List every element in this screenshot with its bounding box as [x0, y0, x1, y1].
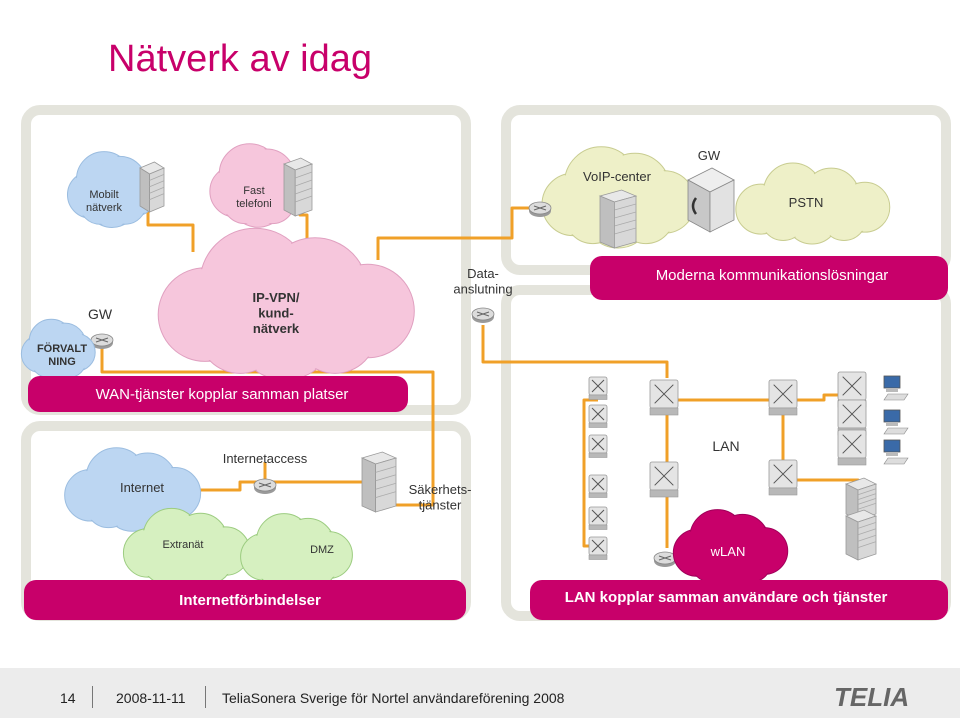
lan-switch-small	[588, 474, 608, 498]
lan-switch	[837, 429, 867, 466]
footer-date: 2008-11-11	[116, 690, 186, 706]
lan-pc	[883, 409, 909, 435]
lan-switch-small	[588, 434, 608, 458]
cloud-pstn	[735, 162, 891, 245]
line-voip	[376, 206, 540, 260]
voip-gateway	[687, 167, 735, 233]
dmz-cloud-label: DMZ	[310, 544, 334, 556]
wan-gw-router	[90, 333, 114, 349]
lan-band	[530, 580, 948, 620]
telia-logo: TELIA	[834, 682, 909, 712]
server-fixed	[283, 157, 313, 217]
cloud-wlan	[672, 509, 789, 586]
footer-divider	[92, 686, 93, 708]
lan-switch-small	[588, 536, 608, 560]
lan-switch	[649, 461, 679, 498]
modern-band	[590, 256, 948, 300]
wlan-access-point	[653, 551, 677, 567]
voip-cloud-label: VoIP-center	[583, 169, 652, 184]
server-mobile	[139, 161, 165, 213]
modern-gw-label: GW	[698, 148, 721, 163]
line-data	[481, 325, 669, 378]
wan-band-label: WAN-tjänster kopplar samman platser	[96, 386, 349, 403]
line-security	[100, 345, 435, 507]
security-server	[360, 451, 398, 513]
internet-cloud-label: Internet	[120, 480, 164, 495]
voip-server	[598, 189, 638, 249]
internet-access-label: Internetaccess	[223, 451, 308, 466]
lan-switch	[768, 459, 798, 496]
wan-gw-label: GW	[88, 306, 113, 322]
pstn-cloud-label: PSTN	[789, 195, 824, 210]
cloud-ipvpn	[157, 227, 415, 381]
line-mobile	[146, 205, 195, 252]
wlan-cloud-label: wLAN	[710, 544, 746, 559]
cloud-extranet	[122, 507, 251, 588]
lan-pc	[883, 439, 909, 465]
internet-band-label: Internetförbindelser	[179, 592, 321, 609]
footer-divider	[205, 686, 206, 708]
lan-label: LAN	[712, 438, 739, 454]
line-internet	[168, 480, 362, 492]
ipvpn-cloud-label: IP-VPN/kund-nätverk	[253, 290, 300, 336]
security-label: Säkerhets-tjänster	[409, 482, 472, 513]
lan-pc	[883, 375, 909, 401]
wan-band	[28, 376, 408, 412]
telia-logo-text: TELIA	[834, 682, 909, 712]
internet-router	[253, 478, 277, 494]
lan-server	[844, 509, 878, 561]
line-switch-top	[667, 393, 852, 402]
lan-switch-small	[588, 404, 608, 428]
voip-router	[528, 201, 552, 217]
lan-switch	[768, 379, 798, 416]
lan-switch	[649, 379, 679, 416]
internet-band	[24, 580, 466, 620]
cloud-dmz	[240, 513, 353, 590]
slide-title: Nätverk av idag	[108, 38, 373, 80]
cloud-internet	[64, 447, 202, 532]
lan-switch-small	[588, 506, 608, 530]
modern-band-label: Moderna kommunikationslösningar	[656, 267, 889, 284]
footer-event: TeliaSonera Sverige för Nortel användare…	[222, 690, 565, 706]
page-number: 14	[60, 690, 76, 706]
data-access-router	[471, 307, 495, 323]
data-access-label: Data-anslutning	[453, 266, 512, 297]
lan-band-label: LAN kopplar samman användare och tjänste…	[565, 589, 888, 606]
lan-switch-small	[588, 376, 608, 400]
extranet-cloud-label: Extranät	[163, 539, 204, 551]
footer-bar: 14 2008-11-11 TeliaSonera Sverige för No…	[0, 668, 960, 718]
cloud-admin	[20, 318, 96, 381]
